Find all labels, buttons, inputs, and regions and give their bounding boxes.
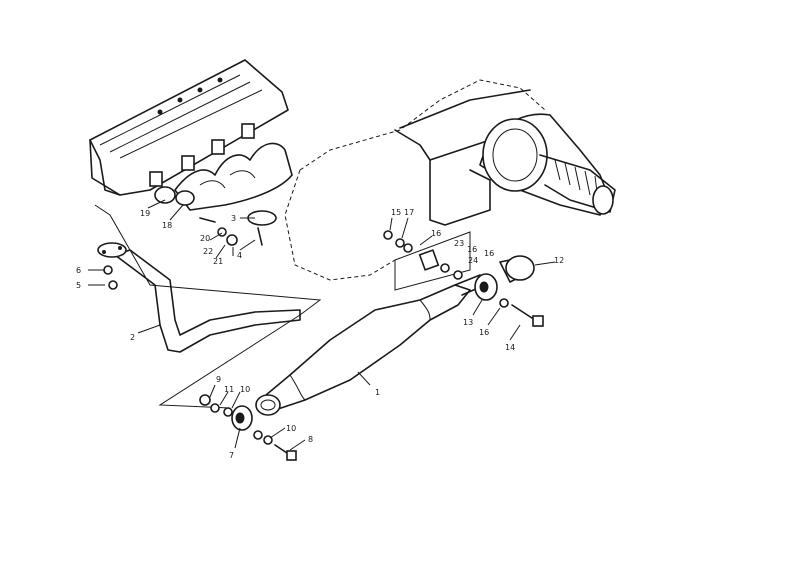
- callout-10-upper: 10: [240, 385, 250, 394]
- callout-16-lower: 16: [479, 328, 489, 337]
- callout-24: 24: [468, 256, 478, 265]
- callout-labels: 1 2 3 4 5 6 7 8 9 11 10 10 12 13 16 14 1…: [76, 208, 564, 460]
- front-exhaust-pipe: [97, 242, 301, 353]
- callout-17: 17: [404, 208, 414, 217]
- callout-8: 8: [308, 435, 313, 444]
- muffler: [255, 274, 486, 416]
- callout-4: 4: [237, 251, 242, 260]
- callout-13: 13: [463, 318, 473, 327]
- callout-12: 12: [554, 256, 564, 265]
- callout-23: 23: [454, 239, 464, 248]
- cylinder-head: [89, 59, 289, 196]
- callout-15: 15: [391, 208, 401, 217]
- callout-1: 1: [375, 388, 380, 397]
- exhaust-manifold: [154, 142, 293, 211]
- callout-2: 2: [130, 333, 135, 342]
- engine-block-outline: [284, 79, 546, 281]
- callout-16-right: 16: [484, 249, 494, 258]
- manifold-studs: [103, 210, 405, 290]
- callout-3: 3: [231, 214, 236, 223]
- front-mount-group: [199, 394, 297, 461]
- callout-18: 18: [162, 221, 172, 230]
- callout-19: 19: [140, 209, 150, 218]
- callout-6: 6: [76, 266, 81, 275]
- callout-20: 20: [200, 234, 210, 243]
- callout-16-mid: 16: [467, 245, 477, 254]
- leader-lines: [88, 199, 556, 451]
- rear-mount-group: [394, 231, 544, 327]
- callout-7: 7: [229, 451, 234, 460]
- callout-16-upper: 16: [431, 229, 441, 238]
- pipe-group-bracket: [94, 204, 322, 409]
- callout-22: 22: [203, 247, 213, 256]
- gearbox-output-housing: [479, 113, 616, 216]
- callout-9: 9: [216, 375, 221, 384]
- callout-5: 5: [76, 281, 81, 290]
- callout-11: 11: [224, 385, 234, 394]
- callout-14: 14: [505, 343, 515, 352]
- callout-21: 21: [213, 257, 223, 266]
- callout-10-lower: 10: [286, 424, 296, 433]
